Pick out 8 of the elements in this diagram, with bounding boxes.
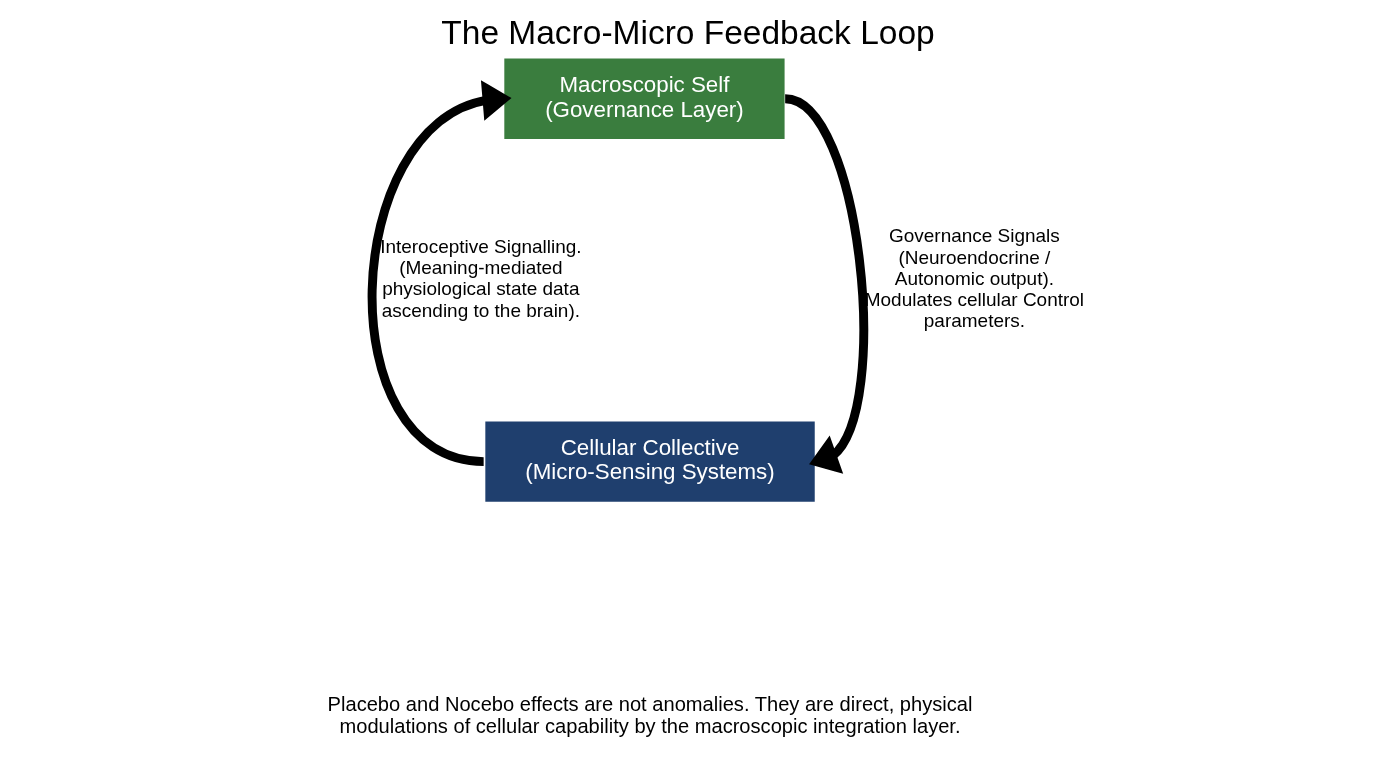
node-box: Cellular Collective (Micro-Sensing Systems) [485,421,815,502]
caption: Placebo and Nocebo effects are not anomalies. They are direct, physical modulations of cellular capability by the macroscopic integration layer. [327,693,973,738]
edge-label: Interoceptive Signalling. (Meaning-mediated physiological state data ascending to the brain). [380,235,582,321]
diagram-title: The Macro-Micro Feedback Loop [441,13,935,51]
arrow [783,94,868,474]
node-box: Macroscopic Self (Governance Layer) [504,58,785,139]
arrow [367,80,512,466]
edge-label: Governance Signals (Neuroendocrine / Autonomic output). Modulates cellular Control parameters. [864,225,1085,332]
